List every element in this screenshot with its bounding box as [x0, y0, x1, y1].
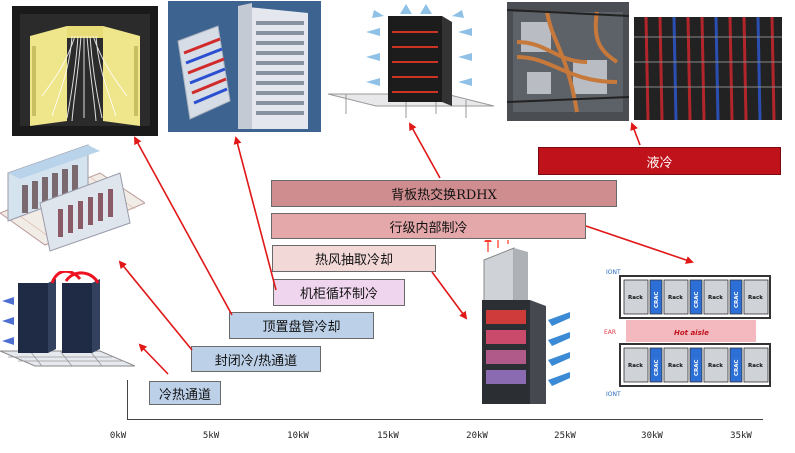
- axis-tick: 30kW: [641, 431, 663, 441]
- enclosed-aisle-photo: [0, 143, 145, 263]
- rack-unit: [703, 279, 729, 315]
- stage-bar-rdhx: 背板热交换RDHX: [271, 180, 617, 207]
- crac-label: CRAC: [654, 359, 660, 376]
- rack-unit: [743, 279, 769, 315]
- stage-bar-liquid: 液冷: [538, 147, 781, 175]
- rack-label: Rack: [628, 363, 643, 369]
- stage-label-cold-hot-aisle: 冷热通道: [158, 387, 211, 403]
- rack-label: Rack: [628, 295, 643, 301]
- rack-unit: [623, 347, 649, 383]
- crac-label: CRAC: [694, 359, 700, 376]
- axis-tick: 0kW: [109, 431, 127, 441]
- stage-label-liquid: 液冷: [646, 155, 673, 171]
- stage-label-enclosed-aisle: 封闭冷/热通道: [214, 353, 298, 369]
- hot-side-label: EAR: [604, 329, 616, 336]
- crac-unit: [729, 279, 743, 315]
- arrow-rdhx: [409, 122, 441, 179]
- crac-label: CRAC: [654, 291, 660, 308]
- hot-aisle-label: Hot aisle: [674, 329, 709, 337]
- stage-label-hot-air-capture: 热风抽取冷却: [314, 253, 393, 268]
- axis-tick: 10kW: [287, 431, 309, 441]
- cold-hot-aisle-photo: [0, 271, 135, 377]
- arrow-overhead-coil: [134, 136, 233, 316]
- stage-bar-overhead-coil: 顶置盘管冷却: [229, 312, 374, 339]
- rack-label: Rack: [668, 295, 683, 301]
- crac-unit: [689, 347, 703, 383]
- rack-label: Rack: [708, 295, 723, 301]
- rack-label: Rack: [708, 363, 723, 369]
- cold-aisle-label-bottom: IONT: [606, 391, 621, 398]
- axis-tick: 20kW: [466, 431, 488, 441]
- rack-unit: [623, 279, 649, 315]
- rack-label: Rack: [748, 295, 763, 301]
- rack-unit: [663, 279, 689, 315]
- axis-tick: 15kW: [377, 431, 399, 441]
- stage-bar-in-row: 行级内部制冷: [271, 213, 586, 239]
- arrow-cabinet-loop: [233, 136, 277, 291]
- stage-label-overhead-coil: 顶置盘管冷却: [262, 320, 341, 335]
- arrow-in-row: [585, 225, 694, 264]
- arrow-liquid: [630, 122, 641, 146]
- stage-label-cabinet-loop: 机柜循环制冷: [299, 287, 378, 302]
- x-axis-line: [127, 419, 763, 420]
- cold-aisle-label-top: IONT: [606, 269, 621, 276]
- liquid-cooling-photo-1: [507, 2, 629, 121]
- in-row-cabinet-photo: [478, 240, 578, 408]
- y-axis-line: [127, 380, 128, 420]
- crac-unit: [729, 347, 743, 383]
- stage-label-in-row: 行级内部制冷: [389, 220, 468, 236]
- crac-label: CRAC: [694, 291, 700, 308]
- crac-unit: [689, 279, 703, 315]
- hot-air-capture-photo: [12, 6, 158, 136]
- stage-bar-cabinet-loop: 机柜循环制冷: [273, 279, 405, 306]
- rack-label: Rack: [748, 363, 763, 369]
- arrow-hot-air-capture: [431, 271, 468, 320]
- axis-tick: 35kW: [730, 431, 752, 441]
- liquid-cooling-photo-2: [634, 17, 782, 120]
- rdhx-photo: [326, 2, 496, 120]
- stage-bar-enclosed-aisle: 封闭冷/热通道: [191, 346, 321, 372]
- axis-tick: 5kW: [202, 431, 220, 441]
- cabinet-loop-photo: [168, 1, 321, 132]
- rack-unit: [743, 347, 769, 383]
- stage-label-rdhx: 背板热交换RDHX: [391, 188, 497, 203]
- axis-tick: 25kW: [554, 431, 576, 441]
- crac-label: CRAC: [734, 291, 740, 308]
- crac-unit: [649, 279, 663, 315]
- rack-label: Rack: [668, 363, 683, 369]
- crac-label: CRAC: [734, 359, 740, 376]
- rack-unit: [703, 347, 729, 383]
- crac-unit: [649, 347, 663, 383]
- rack-unit: [663, 347, 689, 383]
- stage-bar-cold-hot-aisle: 冷热通道: [149, 381, 221, 405]
- arrow-cold-hot-aisle: [138, 343, 169, 375]
- stage-bar-hot-air-capture: 热风抽取冷却: [272, 245, 436, 272]
